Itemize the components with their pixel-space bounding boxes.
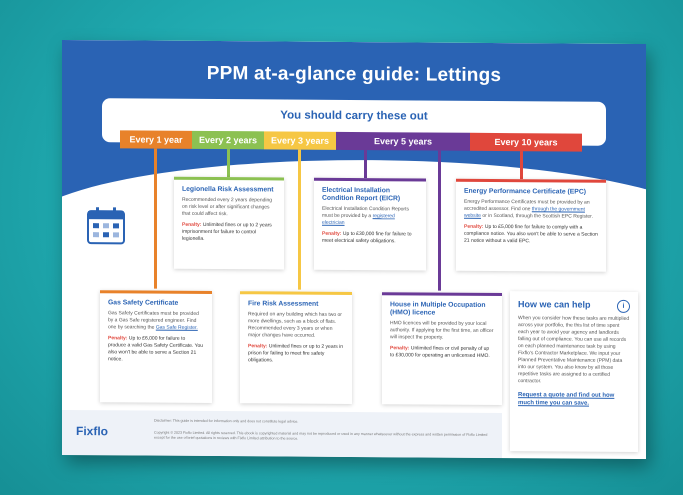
gas-penalty: Penalty: Up to £6,000 for failure to pro… [108, 335, 204, 363]
hmo-title: House in Multiple Occupation (HMO) licen… [390, 301, 486, 317]
footer-copyright: Copyright © 2023 Fixflo Limited. All rig… [154, 430, 488, 441]
fixflo-logo: Fixflo [76, 424, 108, 439]
freq-every-10-years: Every 10 years [470, 132, 582, 152]
calendar-icon [87, 207, 125, 245]
connector-5-years-top [364, 150, 367, 179]
epc-penalty: Penalty: Up to £5,000 fine for failure t… [464, 223, 598, 245]
epc-title: Energy Performance Certificate (EPC) [464, 187, 587, 196]
freq-every-2-years: Every 2 years [192, 130, 264, 150]
fire-penalty: Penalty: Unlimited fines or up to 2 year… [248, 343, 344, 364]
eicr-title: Electrical Installation Condition Report… [322, 186, 401, 203]
card-eicr: Electrical Installation Condition Report… [314, 177, 426, 271]
hmo-penalty: Penalty: Unlimited fines or civil penalt… [390, 345, 490, 359]
card-fire-risk: Fire Risk Assessment Required on any bui… [240, 291, 352, 404]
page-title: PPM at-a-glance guide: Lettings [206, 62, 502, 87]
freq-every-3-years: Every 3 years [264, 131, 336, 150]
connector-3-years [298, 149, 301, 290]
legionella-title: Legionella Risk Assessment [182, 185, 274, 194]
eicr-body: Electrical Installation Condition Report… [322, 205, 409, 226]
gas-title: Gas Safety Certificate [108, 299, 179, 307]
legionella-penalty: Penalty: Unlimited fines or up to 2 year… [182, 221, 272, 242]
connector-2-years [227, 149, 230, 178]
info-icon: i [617, 299, 630, 313]
ppm-guide-poster: PPM at-a-glance guide: Lettings You shou… [62, 39, 646, 460]
request-quote-link[interactable]: Request a quote and find out how much ti… [518, 392, 615, 407]
how-we-can-help-panel: How we can help i When you consider how … [510, 291, 638, 452]
connector-10-years [520, 151, 523, 180]
eicr-penalty: Penalty: Up to £30,000 fine for failure … [322, 230, 412, 245]
gas-link[interactable]: Gas Safe Register. [155, 324, 198, 331]
hmo-body: HMO licences will be provided by your lo… [390, 320, 494, 341]
carry-out-heading: You should carry these out [280, 109, 428, 123]
connector-1-year [154, 148, 157, 289]
help-title: How we can help [518, 299, 591, 310]
freq-every-5-years: Every 5 years [336, 131, 470, 151]
fire-title: Fire Risk Assessment [248, 300, 319, 308]
card-epc: Energy Performance Certificate (EPC) Ene… [456, 178, 606, 272]
freq-every-1-year: Every 1 year [120, 130, 192, 149]
help-body: When you consider how these tasks are mu… [518, 315, 630, 385]
footer: Fixflo Disclaimer: This guide is intende… [62, 409, 502, 459]
card-legionella: Legionella Risk Assessment Recommended e… [174, 176, 284, 270]
fire-body: Required on any building which has two o… [248, 311, 342, 339]
card-gas-safety: Gas Safety Certificate Gas Safety Certif… [100, 290, 212, 404]
footer-disclaimer: Disclaimer: This guide is intended for i… [154, 418, 299, 424]
legionella-body: Recommended every 2 years depending on r… [182, 196, 273, 218]
card-hmo: House in Multiple Occupation (HMO) licen… [382, 292, 502, 406]
gas-body: Gas Safety Certificates must be provided… [108, 310, 199, 331]
epc-body: Energy Performance Certificates must be … [464, 198, 593, 220]
connector-5-years-bottom [438, 150, 441, 291]
